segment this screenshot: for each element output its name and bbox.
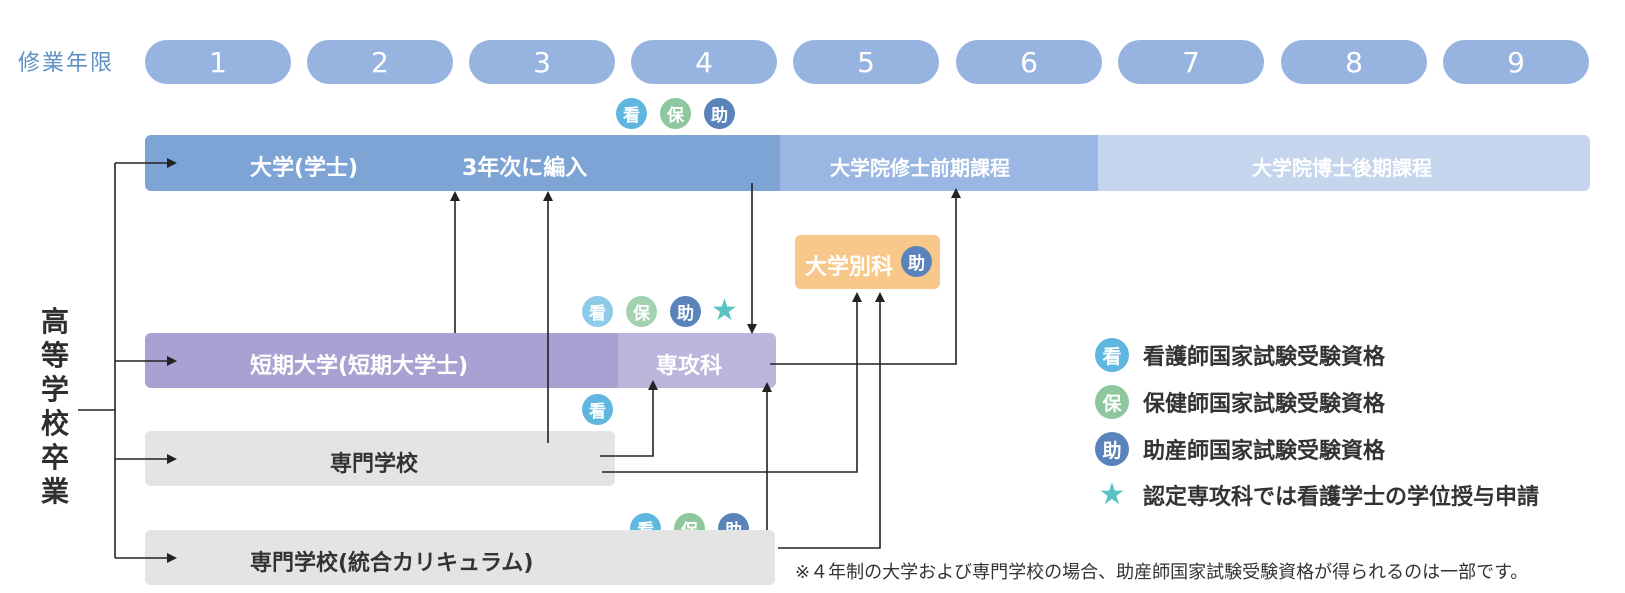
midwife-badge: 助 bbox=[670, 296, 701, 327]
footnote: ※４年制の大学および専門学校の場合、助産師国家試験受験資格が得られるのは一部です… bbox=[795, 562, 1529, 583]
vocational-label: 専門学校 bbox=[330, 452, 419, 477]
public-health-nurse-badge: 保 bbox=[626, 296, 657, 327]
senkoka-bar bbox=[618, 333, 776, 388]
nurse-badge: 看 bbox=[1095, 338, 1129, 372]
star-icon: ★ bbox=[1098, 477, 1126, 512]
vocational-integrated-bar bbox=[145, 530, 775, 585]
year-pill: 6 bbox=[956, 40, 1102, 84]
legend-label: 助産師国家試験受験資格 bbox=[1143, 439, 1386, 464]
year-pill: 7 bbox=[1118, 40, 1264, 84]
high-school-graduation-label: 高等学校 卒業 bbox=[40, 305, 69, 508]
year-pill: 2 bbox=[307, 40, 453, 84]
year-label: 修業年限 bbox=[18, 51, 115, 76]
year-pill: 1 bbox=[145, 40, 291, 84]
doctoral-bar bbox=[1098, 135, 1590, 191]
midwife-badge: 助 bbox=[1095, 432, 1129, 466]
nurse-badge: 看 bbox=[582, 394, 613, 425]
university-bar bbox=[145, 135, 780, 191]
legend-nurse: 看 看護師国家試験受験資格 bbox=[1095, 338, 1385, 372]
masters-bar bbox=[780, 135, 1098, 191]
nurse-badge: 看 bbox=[616, 98, 647, 129]
midwife-badge: 助 bbox=[704, 98, 735, 129]
university-extra-label: 大学別科 bbox=[805, 255, 894, 280]
star-icon: ★ bbox=[711, 293, 738, 328]
public-health-nurse-badge: 保 bbox=[660, 98, 691, 129]
year-pill: 5 bbox=[793, 40, 939, 84]
senkoka-label: 専攻科 bbox=[656, 354, 723, 379]
legend-midwife: 助 助産師国家試験受験資格 bbox=[1095, 432, 1385, 466]
junior-college-bar bbox=[145, 333, 618, 388]
legend-label: 認定専攻科では看護学士の学位授与申請 bbox=[1143, 485, 1540, 510]
junior-college-label: 短期大学(短期大学士) bbox=[250, 354, 469, 379]
doctoral-label: 大学院博士後期課程 bbox=[1252, 156, 1432, 180]
legend-label: 看護師国家試験受験資格 bbox=[1143, 345, 1386, 370]
public-health-nurse-badge: 保 bbox=[1095, 385, 1129, 419]
masters-label: 大学院修士前期課程 bbox=[830, 156, 1010, 180]
vocational-integrated-label: 専門学校(統合カリキュラム) bbox=[250, 551, 534, 576]
year-pill: 9 bbox=[1443, 40, 1589, 84]
legend-public-health-nurse: 保 保健師国家試験受験資格 bbox=[1095, 385, 1385, 419]
year-pill: 8 bbox=[1281, 40, 1427, 84]
nurse-badge: 看 bbox=[582, 296, 613, 327]
year-pill: 3 bbox=[469, 40, 615, 84]
vocational-bar bbox=[145, 431, 615, 486]
legend-label: 保健師国家試験受験資格 bbox=[1143, 392, 1386, 417]
midwife-badge: 助 bbox=[901, 246, 932, 277]
year-pill: 4 bbox=[631, 40, 777, 84]
transfer-label: 3年次に編入 bbox=[462, 156, 588, 181]
university-label: 大学(学士) bbox=[250, 156, 359, 181]
legend-star: ★ 認定専攻科では看護学士の学位授与申請 bbox=[1095, 479, 1539, 511]
